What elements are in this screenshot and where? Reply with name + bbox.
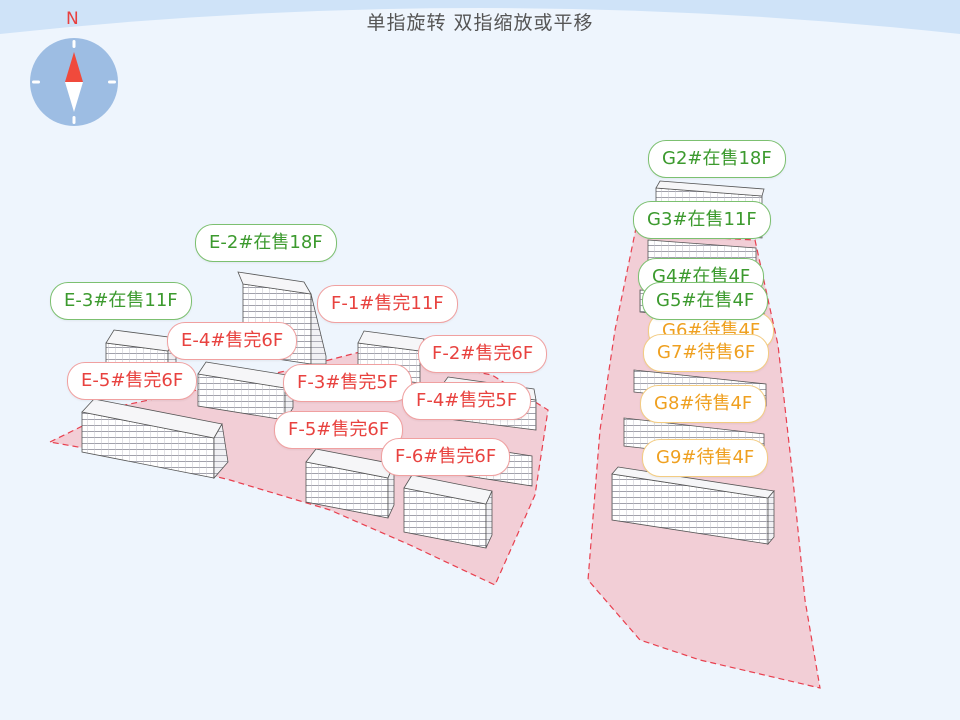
label-g2[interactable]: G2#在售18F: [648, 140, 786, 178]
label-f5[interactable]: F-5#售完6F: [274, 411, 404, 449]
label-f4[interactable]: F-4#售完5F: [402, 382, 532, 420]
label-g7[interactable]: G7#待售6F: [643, 334, 770, 372]
label-g5[interactable]: G5#在售4F: [642, 282, 769, 320]
label-e3[interactable]: E-3#在售11F: [50, 282, 192, 320]
label-f3[interactable]: F-3#售完5F: [283, 364, 413, 402]
label-g3[interactable]: G3#在售11F: [633, 201, 771, 239]
building-e5[interactable]: [81, 398, 229, 480]
compass-icon[interactable]: [30, 38, 118, 126]
label-f6[interactable]: F-6#售完6F: [381, 438, 511, 476]
label-f2[interactable]: F-2#售完6F: [418, 335, 548, 373]
sky-band: [0, 0, 960, 34]
building-f6[interactable]: [403, 474, 493, 549]
label-g8[interactable]: G8#待售4F: [640, 385, 767, 423]
label-f1[interactable]: F-1#售完11F: [317, 285, 458, 323]
label-g9[interactable]: G9#待售4F: [642, 439, 769, 477]
compass-north-label: N: [66, 9, 79, 29]
gesture-hint: 单指旋转 双指缩放或平移: [366, 12, 594, 34]
label-e4[interactable]: E-4#售完6F: [167, 322, 298, 360]
building-f5[interactable]: [305, 448, 395, 519]
label-e2[interactable]: E-2#在售18F: [195, 224, 337, 262]
label-e5[interactable]: E-5#售完6F: [67, 362, 198, 400]
